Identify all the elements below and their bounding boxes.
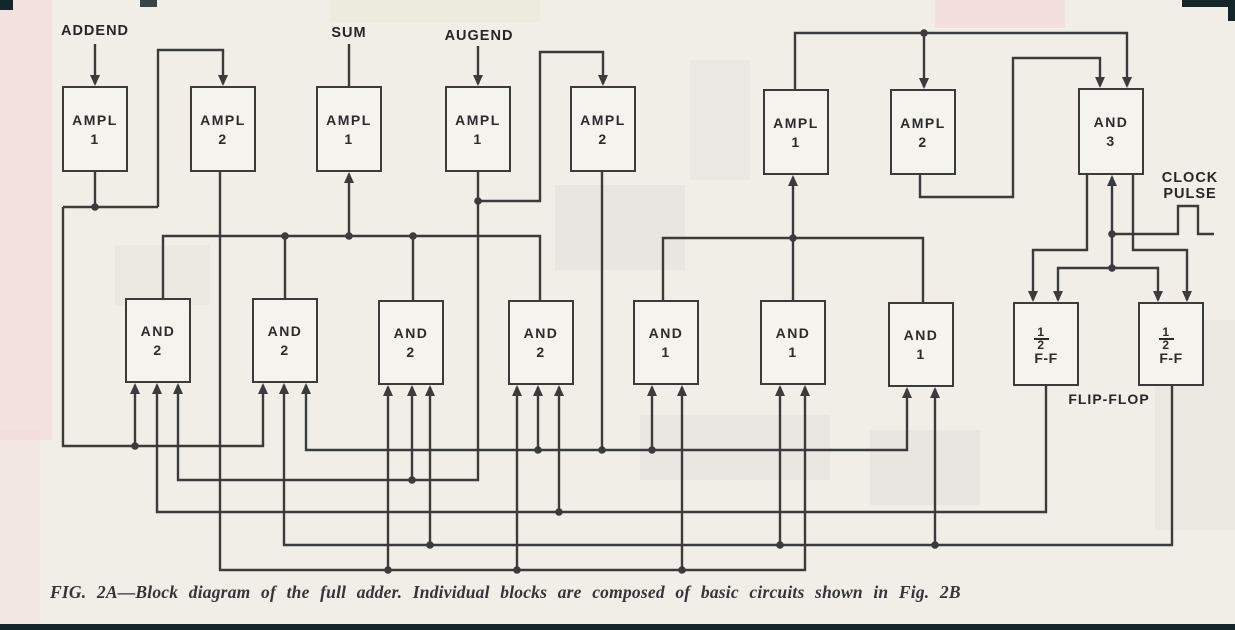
fraction-numerator: 1 <box>1159 326 1174 340</box>
block-label: AMPL <box>900 114 946 131</box>
block-label: AMPL <box>773 114 819 131</box>
block-label: 1 <box>788 344 798 360</box>
page-edge-mark <box>1182 0 1235 7</box>
page-edge-mark <box>1228 7 1235 21</box>
ff-suffix: F-F <box>1034 349 1058 366</box>
block-and2-1: AND 2 <box>125 298 191 383</box>
one-half-fraction: 1 2 <box>1034 326 1049 352</box>
augend-label: AUGEND <box>444 28 514 44</box>
block-and1-2: AND 1 <box>760 300 826 385</box>
block-label: 3 <box>1106 133 1116 149</box>
block-label: AND <box>1093 114 1129 130</box>
block-ampl1-augend: AMPL 1 <box>445 86 511 172</box>
addend-label: ADDEND <box>60 23 130 39</box>
block-ampl2-augend: AMPL 2 <box>570 86 636 172</box>
page-edge-mark <box>140 0 157 7</box>
block-label: 1 <box>916 346 926 362</box>
block-label: AND <box>775 325 811 341</box>
block-label: AMPL <box>580 111 626 128</box>
block-label: 2 <box>918 133 928 150</box>
block-and1-3: AND 1 <box>888 302 954 387</box>
block-label: 2 <box>406 344 416 360</box>
block-ampl1-sum: AMPL 1 <box>316 86 382 172</box>
block-and-3: AND 3 <box>1078 88 1144 175</box>
sum-label: SUM <box>331 25 367 41</box>
block-label: 2 <box>598 130 608 147</box>
block-ampl2-carry: AMPL 2 <box>890 89 956 175</box>
block-label: AND <box>523 325 559 341</box>
fraction-denominator: 2 <box>1162 337 1171 352</box>
flip-flop-label: FLIP-FLOP <box>1068 391 1150 407</box>
half-ff-label: 1 2 F-F <box>1159 324 1182 365</box>
clock-pulse-label: CLOCK PULSE <box>1158 170 1222 202</box>
block-label: 1 <box>661 344 671 360</box>
block-and2-2: AND 2 <box>252 298 318 383</box>
ff-suffix: F-F <box>1159 349 1183 366</box>
block-and1-1: AND 1 <box>633 300 699 385</box>
block-label: 1 <box>791 133 801 150</box>
clock-pulse-line1: CLOCK <box>1161 170 1219 186</box>
block-label: AND <box>393 325 429 341</box>
page-edge-mark <box>0 624 1235 630</box>
block-label: AND <box>903 327 939 343</box>
one-half-fraction: 1 2 <box>1159 326 1174 352</box>
block-and2-4: AND 2 <box>508 300 574 385</box>
block-label: AMPL <box>326 111 372 128</box>
block-label: 2 <box>153 342 163 358</box>
block-ampl2-addend: AMPL 2 <box>190 86 256 172</box>
block-label: AND <box>648 325 684 341</box>
block-label: AND <box>140 323 176 339</box>
block-ampl1-addend: AMPL 1 <box>62 86 128 172</box>
block-label: 1 <box>90 130 100 147</box>
block-half-ff-1: 1 2 F-F <box>1013 302 1079 386</box>
block-label: AMPL <box>200 111 246 128</box>
block-and2-3: AND 2 <box>378 300 444 385</box>
page-edge-mark <box>0 0 13 10</box>
fraction-numerator: 1 <box>1034 326 1049 340</box>
block-label: 1 <box>473 130 483 147</box>
block-label: 2 <box>280 342 290 358</box>
half-ff-label: 1 2 F-F <box>1034 324 1057 365</box>
block-label: 2 <box>536 344 546 360</box>
block-label: AND <box>267 323 303 339</box>
block-label: 1 <box>344 130 354 147</box>
block-label: AMPL <box>455 111 501 128</box>
clock-pulse-line2: PULSE <box>1163 186 1217 202</box>
figure-caption: FIG. 2A—Block diagram of the full adder.… <box>50 582 961 602</box>
block-half-ff-2: 1 2 F-F <box>1138 302 1204 386</box>
fraction-denominator: 2 <box>1037 337 1046 352</box>
block-label: 2 <box>218 130 228 147</box>
block-ampl1-carry: AMPL 1 <box>763 89 829 175</box>
block-label: AMPL <box>72 111 118 128</box>
